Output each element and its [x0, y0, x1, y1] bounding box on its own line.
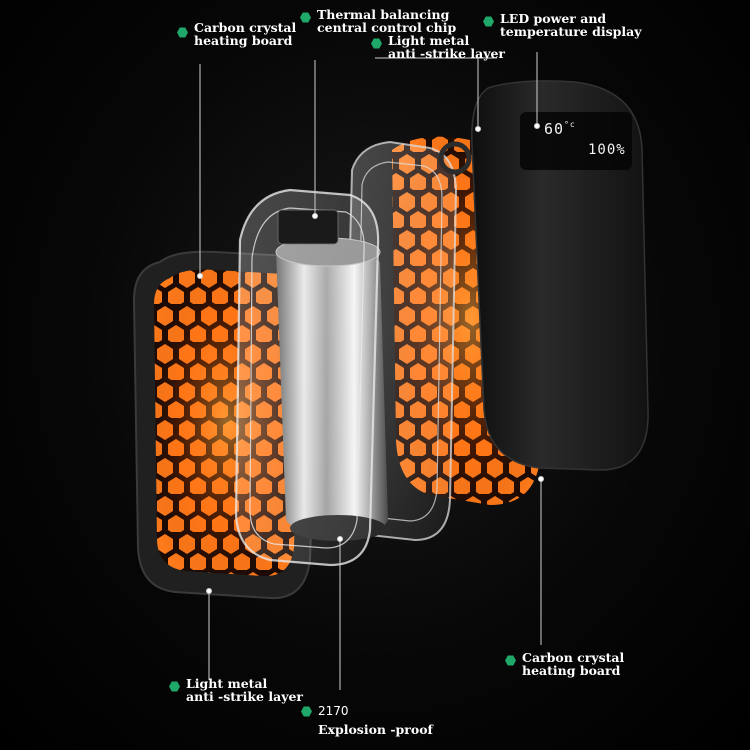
temperature-unit: °c — [564, 120, 576, 129]
temperature-value: 60 — [544, 120, 565, 138]
callout-control-chip: Thermal balancing central control chip — [300, 8, 456, 34]
callout-carbon-board-bottom: Carbon crystal heating board — [505, 651, 624, 677]
battery-value: 100% — [588, 142, 626, 158]
hexagon-bullet-icon — [177, 27, 188, 38]
hexagon-bullet-icon — [301, 706, 312, 717]
hexagon-bullet-icon — [371, 38, 382, 49]
hexagon-bullet-icon — [483, 16, 494, 27]
callout-led-display: LED power and temperature display — [483, 12, 641, 38]
battery-display: 100% — [588, 142, 626, 158]
callout-metal-layer-top: Light metal anti -strike layer — [371, 34, 505, 60]
hexagon-bullet-icon — [300, 12, 311, 23]
hexagon-bullet-icon — [169, 681, 180, 692]
temperature-display: 60°c — [544, 120, 576, 138]
callout-carbon-board-top: Carbon crystal heating board — [177, 21, 296, 47]
callout-battery: 2170 Explosion -proof — [301, 705, 433, 736]
hexagon-bullet-icon — [505, 655, 516, 666]
front-clear-shell — [234, 188, 380, 567]
device-body — [438, 80, 649, 471]
callout-metal-layer-bottom: Light metal anti -strike layer — [169, 677, 303, 703]
